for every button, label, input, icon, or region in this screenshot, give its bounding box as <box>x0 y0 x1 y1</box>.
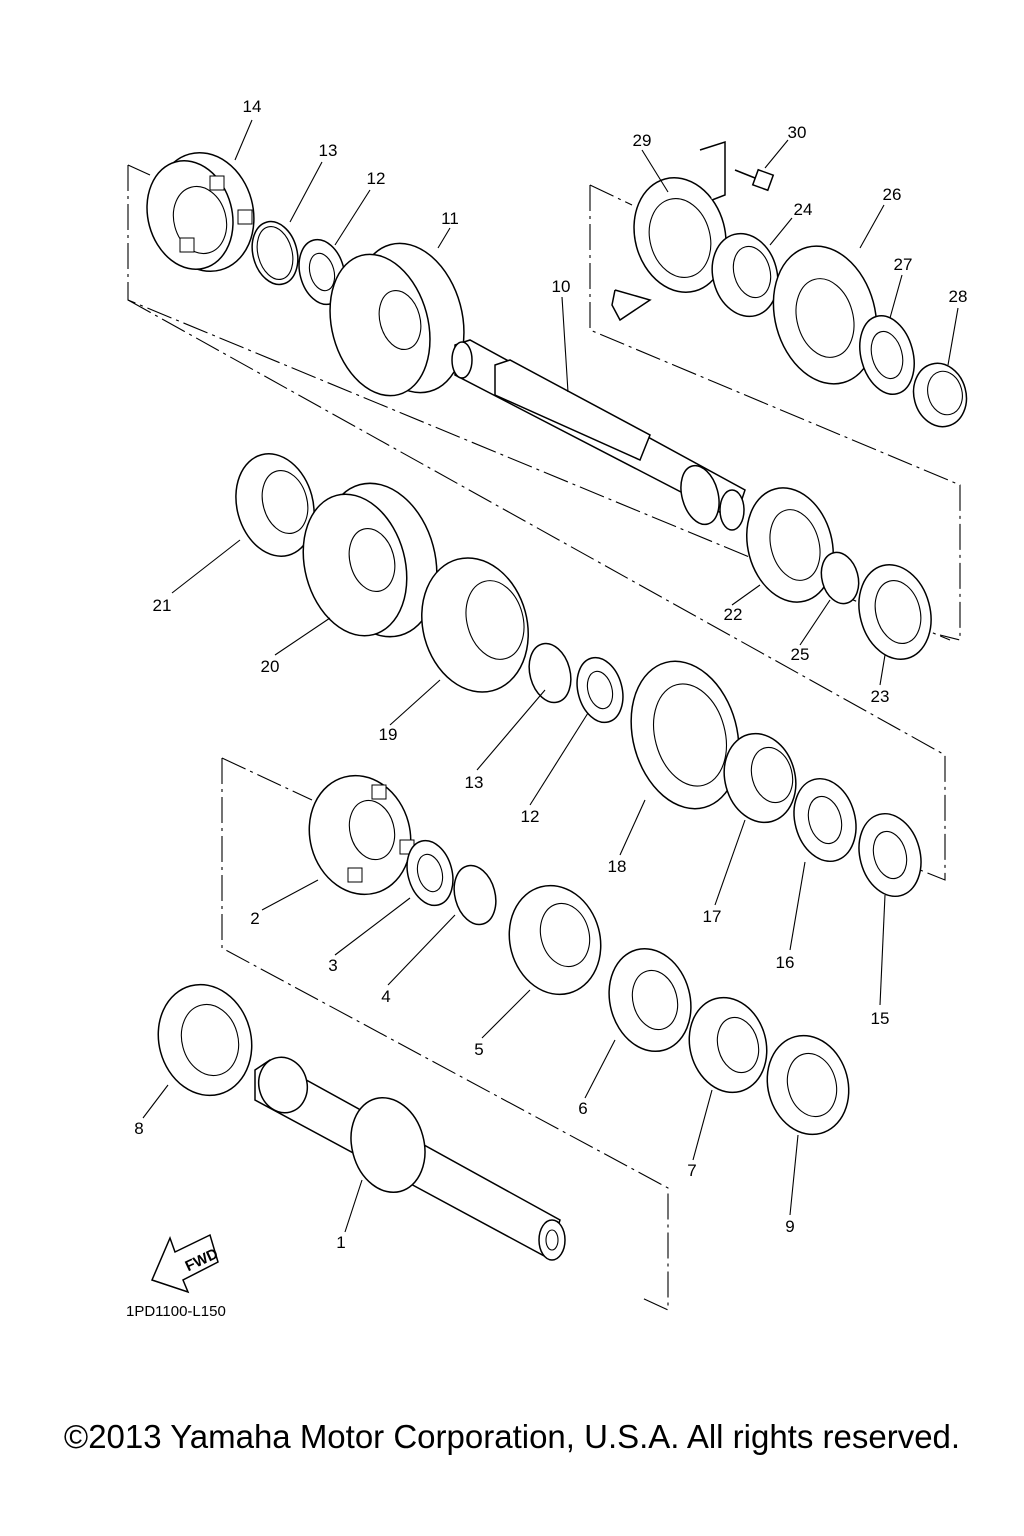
part-5-gear <box>508 884 602 996</box>
part-29-plate <box>611 140 727 322</box>
callout-28: 28 <box>949 287 968 306</box>
callout-7: 7 <box>687 1161 696 1180</box>
copyright-notice: ©2013 Yamaha Motor Corporation, U.S.A. A… <box>63 1418 961 1455</box>
part-22-bearing <box>745 487 835 603</box>
callout-11: 11 <box>441 209 459 228</box>
part-6-gear <box>608 947 692 1053</box>
part-23-seal <box>858 564 932 660</box>
part-24-collar <box>711 232 779 318</box>
callout-23: 23 <box>871 687 890 706</box>
callout-24: 24 <box>794 200 813 219</box>
callout-19: 19 <box>379 725 398 744</box>
callout-3: 3 <box>328 956 337 975</box>
part-7-gear <box>688 996 768 1094</box>
part-27-washer <box>859 315 915 395</box>
part-1-axle <box>254 1056 566 1261</box>
callout-26: 26 <box>883 185 902 204</box>
callout-29: 29 <box>633 131 652 150</box>
callout-21: 21 <box>153 596 172 615</box>
callout-13b: 13 <box>465 773 484 792</box>
part-2-gear <box>308 774 415 896</box>
part-4-circlip <box>453 864 497 926</box>
part-16-washer <box>793 777 857 863</box>
part-9-bearing <box>766 1034 850 1136</box>
callout-15: 15 <box>871 1009 890 1028</box>
callouts: 14 13 12 11 10 29 30 24 26 27 28 21 20 1… <box>134 97 967 1252</box>
callout-12: 12 <box>367 169 386 188</box>
leader-lines <box>142 119 959 1233</box>
part-26-gear <box>772 245 878 385</box>
fwd-arrow: FWD <box>150 1233 221 1294</box>
diagram-code: 1PD1100-L150 <box>126 1303 226 1320</box>
callout-10: 10 <box>552 277 571 296</box>
part-8-bearing <box>157 983 253 1097</box>
part-30-bolt <box>734 168 775 192</box>
part-19-gear <box>421 557 529 693</box>
part-25-o-ring <box>820 551 860 605</box>
callout-22: 22 <box>724 605 743 624</box>
part-20-gear <box>302 482 438 638</box>
assembly-frame-middle <box>127 299 946 881</box>
callout-17: 17 <box>703 907 722 926</box>
callout-18: 18 <box>608 857 627 876</box>
callout-25: 25 <box>791 645 810 664</box>
callout-2: 2 <box>250 909 259 928</box>
part-28-nut <box>912 362 968 428</box>
part-3-washer <box>406 839 454 907</box>
part-17-collar <box>723 732 797 824</box>
part-13-circlip <box>251 220 299 286</box>
callout-9: 9 <box>785 1217 794 1236</box>
callout-6: 6 <box>578 1099 587 1118</box>
callout-8: 8 <box>134 1119 143 1138</box>
part-11-gear <box>329 242 465 397</box>
callout-14: 14 <box>243 97 262 116</box>
part-13-circlip-middle <box>528 642 572 704</box>
callout-16: 16 <box>776 953 795 972</box>
callout-12b: 12 <box>521 807 540 826</box>
callout-5: 5 <box>474 1040 483 1059</box>
callout-4: 4 <box>381 987 390 1006</box>
callout-13: 13 <box>319 141 338 160</box>
part-12-washer-middle <box>576 656 624 724</box>
callout-30: 30 <box>788 123 807 142</box>
part-18-gear <box>630 660 740 810</box>
part-10-shaft <box>451 339 746 531</box>
part-15-washer <box>858 812 922 898</box>
assembly-frame-lower <box>221 757 669 1311</box>
part-14-gear <box>146 151 255 273</box>
callout-20: 20 <box>261 657 280 676</box>
callout-27: 27 <box>894 255 913 274</box>
callout-1: 1 <box>336 1233 345 1252</box>
part-21-bearing <box>235 453 315 557</box>
assembly-frame-upper <box>127 164 961 641</box>
